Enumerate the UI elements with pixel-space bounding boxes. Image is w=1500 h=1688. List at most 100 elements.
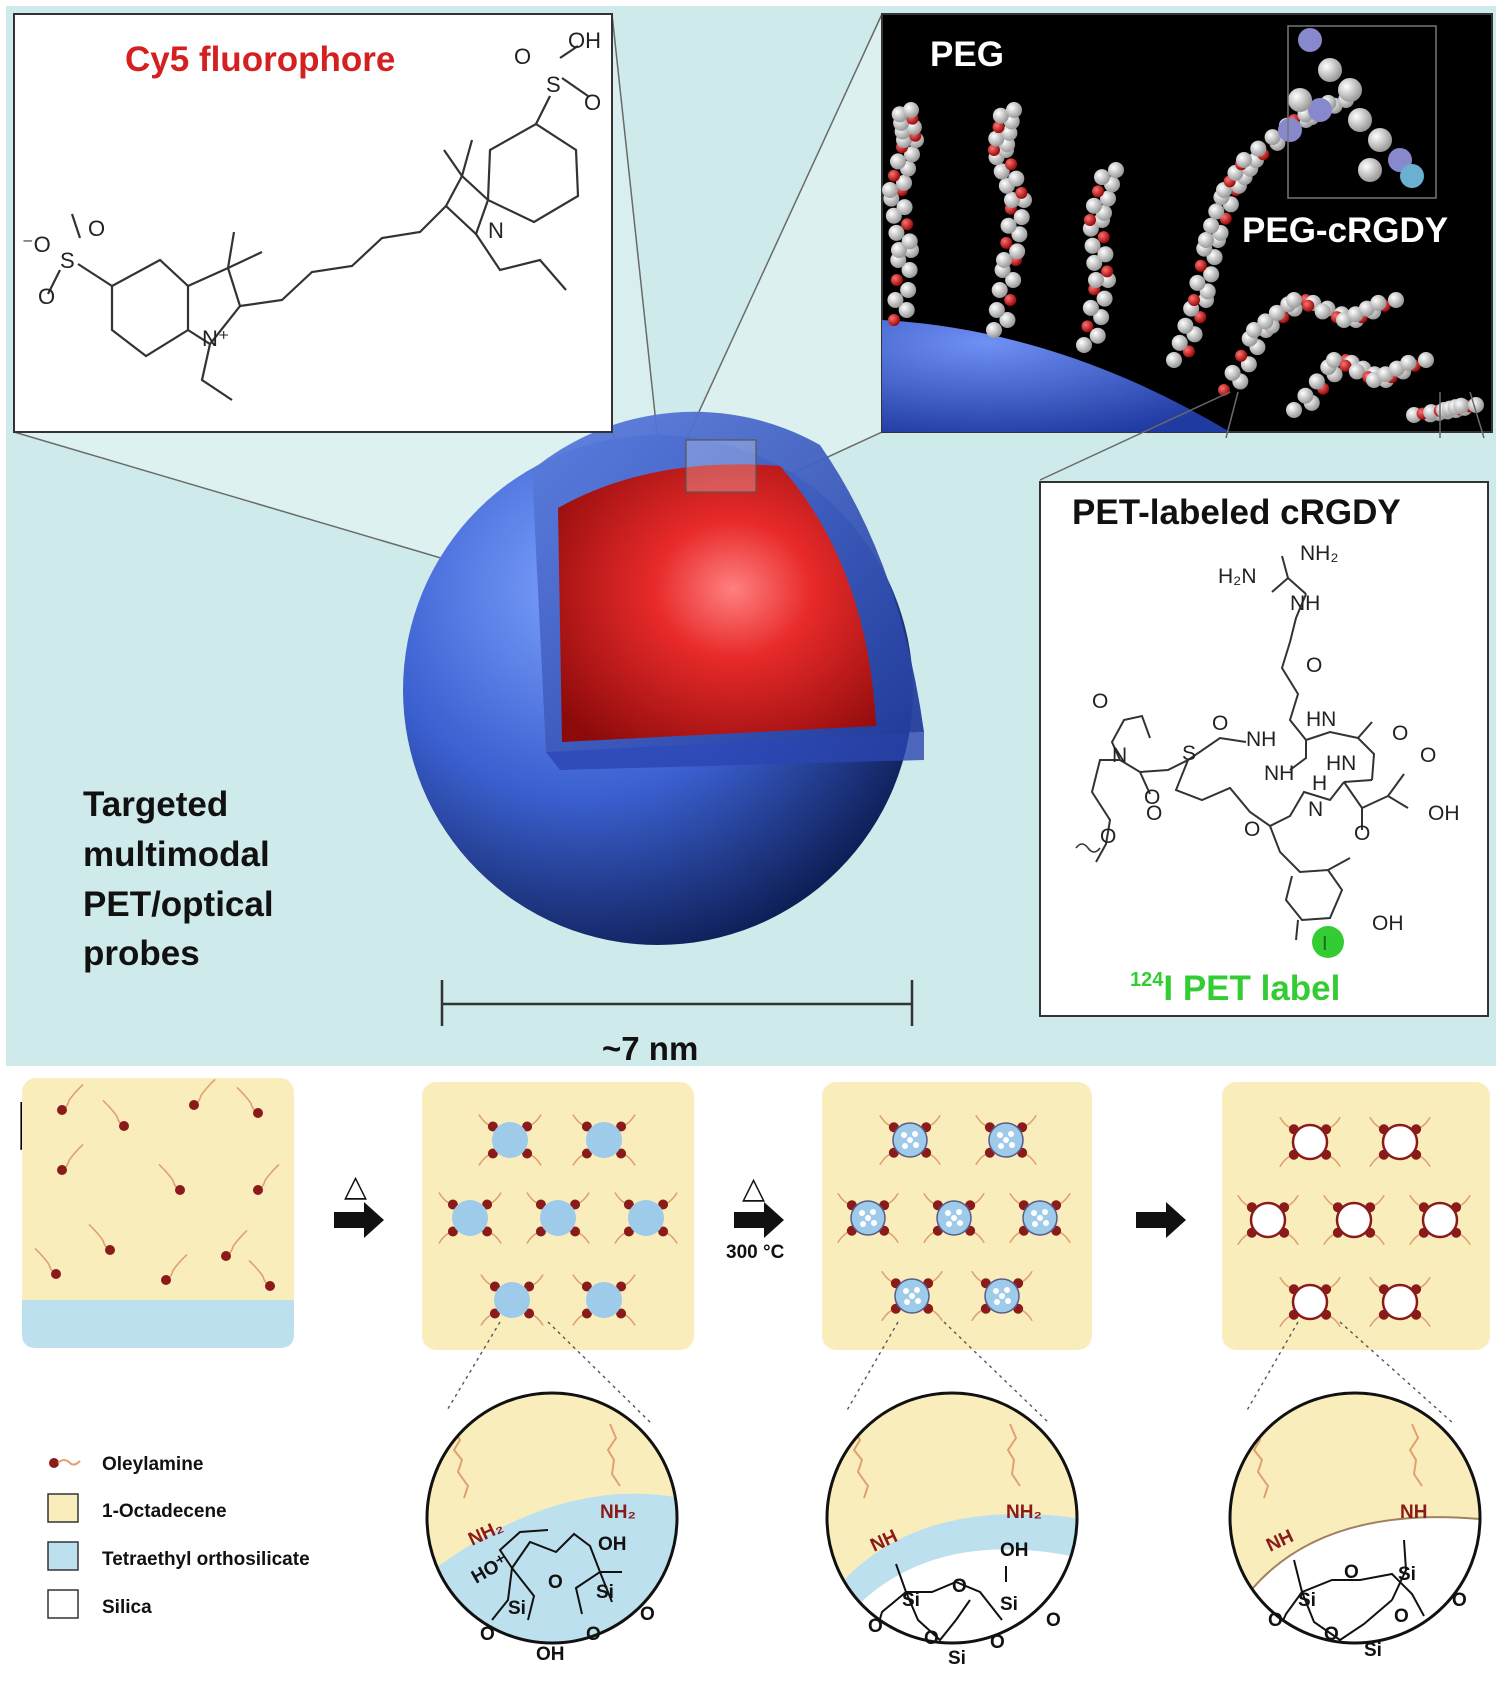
- peg-atom: [1101, 265, 1114, 278]
- svg-text:O: O: [548, 1572, 563, 1593]
- oleylamine-head: [57, 1105, 67, 1115]
- crgdy-atom: [1308, 98, 1332, 122]
- peg-atom: [1314, 303, 1331, 320]
- peg-atom: [1257, 313, 1274, 330]
- svg-text:PET/optical: PET/optical: [83, 885, 274, 924]
- peg-atom: [901, 218, 914, 231]
- svg-text:S: S: [546, 72, 561, 97]
- stage-2-teos-droplets: [422, 1082, 694, 1350]
- silica-nanoparticle: [1381, 1283, 1419, 1321]
- iodine-atom: [1312, 926, 1344, 958]
- peg-atom: [999, 312, 1016, 328]
- peg-atom: [1096, 290, 1113, 307]
- peg-atom: [1093, 309, 1110, 326]
- peg-atom: [890, 153, 906, 170]
- oleylamine-head: [221, 1251, 231, 1261]
- ligand-head: [581, 1281, 592, 1292]
- arrow-2: △ 300 °C: [726, 1172, 785, 1263]
- svg-text:O: O: [1212, 712, 1228, 735]
- peg-atom: [1400, 354, 1417, 371]
- silica-seed: [865, 1215, 871, 1221]
- peg-atom: [891, 242, 907, 258]
- peg-atom: [1092, 185, 1104, 198]
- peg-atom: [896, 174, 912, 191]
- silica-seed: [859, 1210, 865, 1216]
- oleylamine-head: [119, 1121, 129, 1131]
- peg-atom: [887, 292, 904, 308]
- silica-seed: [912, 1131, 918, 1137]
- peg-atom: [1208, 203, 1225, 220]
- zoom-region-box: [685, 439, 757, 493]
- legend-oleylamine: Oleylamine: [49, 1454, 203, 1475]
- svg-text:O: O: [1100, 825, 1116, 848]
- zoom-guide-lines: [445, 1321, 1455, 1425]
- ligand-head: [487, 1121, 498, 1132]
- peg-atom: [1089, 327, 1106, 344]
- svg-text:H₂N: H₂N: [1218, 565, 1256, 588]
- peg-atom: [1264, 129, 1281, 146]
- svg-text:probes: probes: [83, 934, 200, 973]
- svg-text:NH: NH: [1400, 1502, 1427, 1523]
- silica-seed: [870, 1209, 876, 1215]
- crgdy-atom: [1338, 78, 1362, 102]
- svg-text:NH: NH: [1264, 762, 1294, 785]
- peg-atom: [1308, 373, 1325, 390]
- teos-droplet: [540, 1200, 576, 1236]
- peg-atom: [1004, 294, 1017, 306]
- peg-render-box: PEG PEG-cRGDY: [881, 13, 1493, 433]
- peg-atom: [1246, 322, 1262, 338]
- crgdy-atom-labels: NH₂ H₂N NH O HN O NH O O N S O HN O OH N…: [1092, 542, 1460, 935]
- silica-seed: [915, 1298, 921, 1304]
- svg-text:O: O: [1092, 690, 1108, 713]
- nanoparticle-surface: [882, 320, 1230, 432]
- peg-atom: [1268, 304, 1285, 321]
- svg-text:OH: OH: [536, 1644, 565, 1665]
- ligand-head: [658, 1199, 669, 1210]
- silica-seed: [994, 1299, 1000, 1305]
- svg-text:O: O: [1420, 744, 1436, 767]
- ligand-head: [616, 1148, 627, 1159]
- svg-text:S: S: [1182, 742, 1196, 765]
- silica-seed: [957, 1220, 963, 1226]
- peg-atom: [1188, 294, 1200, 306]
- peg-atom: [1203, 266, 1220, 283]
- peg-atom: [1097, 231, 1110, 244]
- cy5-structure-box: Cy5 fluorophore OH S O O N ⁻O S O: [13, 13, 613, 433]
- peg-atom: [1453, 397, 1470, 414]
- peg-atom: [888, 169, 900, 182]
- svg-text:N: N: [1308, 798, 1323, 821]
- svg-text:Si: Si: [902, 1590, 920, 1611]
- svg-text:Oleylamine: Oleylamine: [102, 1454, 203, 1475]
- ligand-head: [522, 1121, 533, 1132]
- peg-atom: [1000, 217, 1017, 234]
- stage-4-silica-nanoparticles: [1222, 1082, 1490, 1350]
- peg-atom: [1297, 387, 1314, 404]
- peg-atom: [1388, 292, 1404, 308]
- silica-seed: [951, 1215, 957, 1221]
- svg-text:Si: Si: [596, 1582, 614, 1603]
- ligand-head: [524, 1281, 535, 1292]
- silica-seed: [1004, 1287, 1010, 1293]
- peg-atom: [1086, 254, 1103, 271]
- silica-seed: [902, 1143, 908, 1149]
- free-oleylamine-molecules: [34, 1078, 280, 1291]
- svg-text:NH₂: NH₂: [1006, 1502, 1042, 1523]
- peg-atom: [992, 107, 1009, 124]
- svg-text:NH: NH: [1246, 728, 1276, 751]
- svg-text:Si: Si: [1364, 1640, 1382, 1661]
- temperature-label: 300 °C: [726, 1242, 785, 1263]
- peg-atom: [988, 130, 1005, 147]
- svg-text:O: O: [1344, 1562, 1359, 1583]
- legend: Oleylamine 1-Octadecene Tetraethyl ortho…: [47, 1454, 310, 1619]
- peg-atom: [1081, 320, 1094, 333]
- peg-atom: [1013, 209, 1030, 226]
- crgdy-atom: [1288, 88, 1312, 112]
- peg-atom: [996, 252, 1012, 268]
- ligand-head: [535, 1226, 546, 1237]
- svg-text:O: O: [990, 1632, 1005, 1653]
- peg-atom: [1250, 140, 1267, 157]
- peg-atom: [1348, 363, 1365, 380]
- silica-seed: [946, 1221, 952, 1227]
- peg-atom: [1286, 402, 1302, 418]
